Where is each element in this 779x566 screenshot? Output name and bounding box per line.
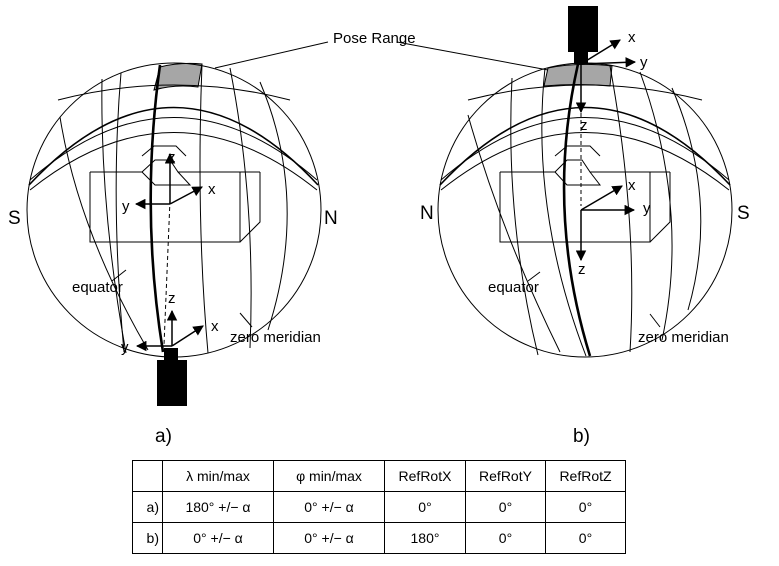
parallels-a (28, 84, 319, 191)
axis-label: x (208, 181, 216, 198)
axis-label: z (168, 149, 176, 166)
pose-range-callout: Pose Range (214, 30, 549, 71)
camera-icon (157, 348, 187, 406)
caption-b: b) (573, 426, 590, 447)
caption-a: a) (155, 426, 172, 447)
pole-label-right-b: S (737, 203, 750, 224)
pole-label-right-a: N (324, 208, 338, 229)
table-row: a) 180° +/− α 0° +/− α 0° 0° 0° (132, 491, 626, 523)
sphere-a-labels: z y x z y x S N equator zero meridian a) (8, 149, 338, 447)
table-header-row: λ min/max φ min/max RefRotX RefRotY RefR… (132, 460, 626, 492)
table-header-cell: RefRotX (384, 460, 466, 492)
table-cell: 180° +/− α (162, 491, 274, 523)
table-cell: 0° (545, 491, 626, 523)
table-cell: 0° (465, 491, 546, 523)
workpiece-b (499, 145, 671, 243)
object-frame-a (134, 152, 203, 210)
axis-label: x (211, 318, 219, 335)
meridians-a (59, 63, 288, 354)
workpiece-a (89, 145, 261, 243)
axis-label: y (640, 54, 648, 71)
pose-range-patch-a (153, 62, 203, 91)
table-cell: 0° +/− α (162, 522, 274, 554)
table-header-cell: φ min/max (273, 460, 385, 492)
table-row: b) 0° +/− α 0° +/− α 180° 0° 0° (132, 522, 626, 554)
sphere-b (437, 6, 733, 358)
table-header-cell: RefRotZ (545, 460, 626, 492)
table-cell: 0° (465, 522, 546, 554)
axis-label: y (122, 198, 130, 215)
pole-label-left-b: N (420, 203, 434, 224)
equator-label-b: equator (488, 279, 539, 296)
pose-parameter-table: λ min/max φ min/max RefRotX RefRotY RefR… (132, 460, 626, 554)
table-cell: 180° (384, 522, 466, 554)
axis-label: y (121, 339, 129, 356)
camera-frame-b (575, 39, 637, 114)
table-cell: 0° +/− α (273, 522, 385, 554)
meridians-b (467, 65, 702, 357)
axis-label: z (580, 117, 588, 134)
camera-frame-a (135, 309, 204, 352)
pole-label-left-a: S (8, 208, 21, 229)
table-cell: 0° (384, 491, 466, 523)
table-cell: b) (132, 522, 163, 554)
zero-meridian-label-b: zero meridian (638, 329, 729, 346)
table-cell: a) (132, 491, 163, 523)
zero-meridian-b (562, 63, 592, 357)
pose-range-diagram: z y x z y x S N equator zero meridian a) (8, 6, 750, 447)
table-cell: 0° (545, 522, 626, 554)
axis-label: z (168, 290, 176, 307)
object-frame-b (575, 185, 636, 262)
parallels-b (439, 84, 731, 191)
zero-meridian-a (149, 64, 165, 353)
zero-meridian-label-a: zero meridian (230, 329, 321, 346)
pose-range-label: Pose Range (333, 30, 416, 47)
axis-label: x (628, 29, 636, 46)
table-header-cell (132, 460, 163, 492)
equator-label-a: equator (72, 279, 123, 296)
sphere-a (26, 62, 322, 406)
camera-icon (568, 6, 598, 64)
table-header-cell: RefRotY (465, 460, 546, 492)
axis-label: y (643, 200, 651, 217)
axis-label: z (578, 261, 586, 278)
table-header-cell: λ min/max (162, 460, 274, 492)
table-cell: 0° +/− α (273, 491, 385, 523)
sphere-b-labels: x y z x y z N S equator zero meridian b) (420, 29, 750, 447)
axis-label: x (628, 177, 636, 194)
